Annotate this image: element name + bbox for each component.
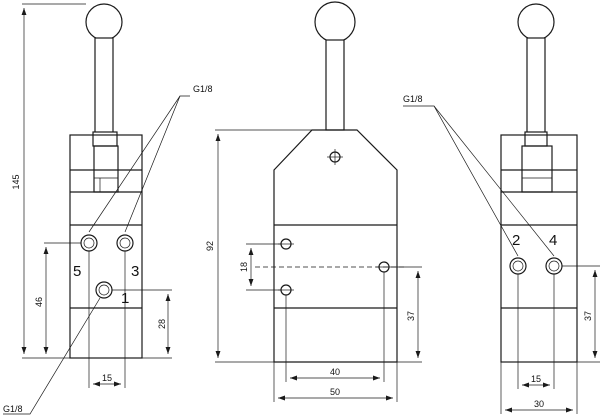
lever-shaft [526,37,546,135]
valve-body-front [273,129,398,363]
thread-label-bottom-left: G1/8 [3,404,23,414]
thread-label-top-left: G1/8 [193,84,213,94]
port-3-hole [116,234,134,252]
dim-total-height: 145 [11,174,21,189]
dim-left-port-height: 46 [34,297,44,307]
dim-right-width: 30 [534,399,544,409]
valve-body [69,134,143,359]
dim-front-port-height: 37 [406,311,416,321]
dim-lower-port-height: 28 [157,319,167,329]
lever-knob [517,3,555,41]
lever-shaft [94,37,114,135]
port-4-hole [545,257,563,275]
lever-collar [92,131,118,147]
port-2-label: 2 [512,232,520,249]
dim-front-height: 92 [205,241,215,251]
valve-body-right [500,134,578,363]
dim-left-port-spacing: 15 [102,373,112,383]
port-4-label: 4 [549,232,557,249]
port-3-label: 3 [131,263,139,280]
left-side-view: 5 3 1 G1/8 G1/8 145 46 28 15 [3,3,213,415]
dim-hole-spacing-h: 40 [330,367,340,377]
right-side-view: 2 4 G1/8 37 15 30 [403,3,600,414]
dim-right-port-height: 37 [583,311,593,321]
port-1-hole [95,281,113,299]
dim-front-width: 50 [330,387,340,397]
port-5-label: 5 [73,263,81,280]
dim-right-port-spacing: 15 [531,374,541,384]
port-2-hole [509,257,527,275]
port-5-hole [80,234,98,252]
lever-knob [85,3,123,41]
lever-knob [314,1,356,43]
dim-hole-spacing-v: 18 [239,262,249,272]
lever-shaft [325,39,345,131]
front-view: 92 18 37 40 50 [205,1,422,402]
thread-label-right: G1/8 [403,94,423,104]
lever-collar [524,131,548,147]
